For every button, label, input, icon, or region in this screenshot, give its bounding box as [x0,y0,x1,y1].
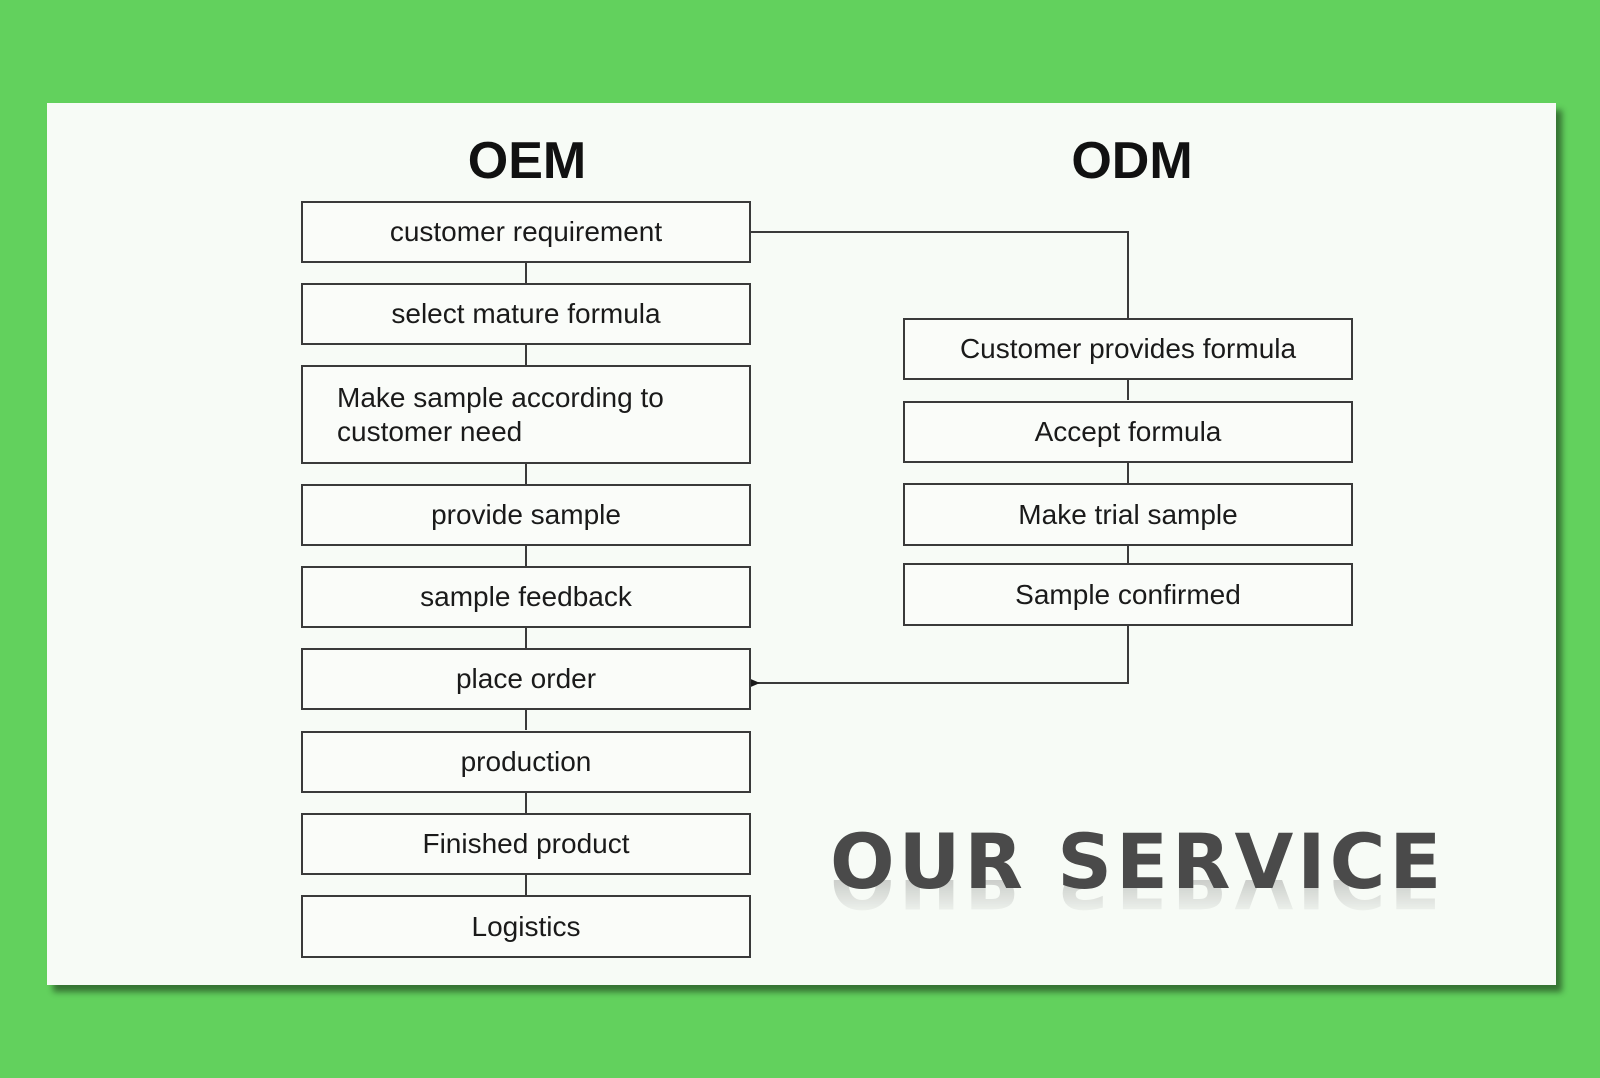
our-service-title: OUR SERVICE OUR SERVICE [830,822,1480,962]
oem-step-select-formula: select mature formula [301,283,751,345]
odm-step-sample-confirmed: Sample confirmed [903,563,1353,626]
oem-step-sample-feedback: sample feedback [301,566,751,628]
oem-step-place-order: place order [301,648,751,710]
oem-step-finished-product: Finished product [301,813,751,875]
odm-branch-line [751,231,1129,318]
our-service-text: OUR SERVICE [830,817,1446,906]
odm-step-accept-formula: Accept formula [903,401,1353,463]
odm-return-arrow [746,626,1129,689]
oem-step-customer-requirement: customer requirement [301,201,751,263]
our-service-reflection: OUR SERVICE [830,880,1480,920]
odm-step-customer-provides-formula: Customer provides formula [903,318,1353,380]
odm-step-make-trial-sample: Make trial sample [903,483,1353,546]
odm-heading: ODM [1071,132,1193,190]
oem-step-logistics: Logistics [301,895,751,958]
oem-step-provide-sample: provide sample [301,484,751,546]
oem-step-production: production [301,731,751,793]
oem-step-make-sample: Make sample according to customer need [301,365,751,464]
oem-heading: OEM [467,132,587,190]
